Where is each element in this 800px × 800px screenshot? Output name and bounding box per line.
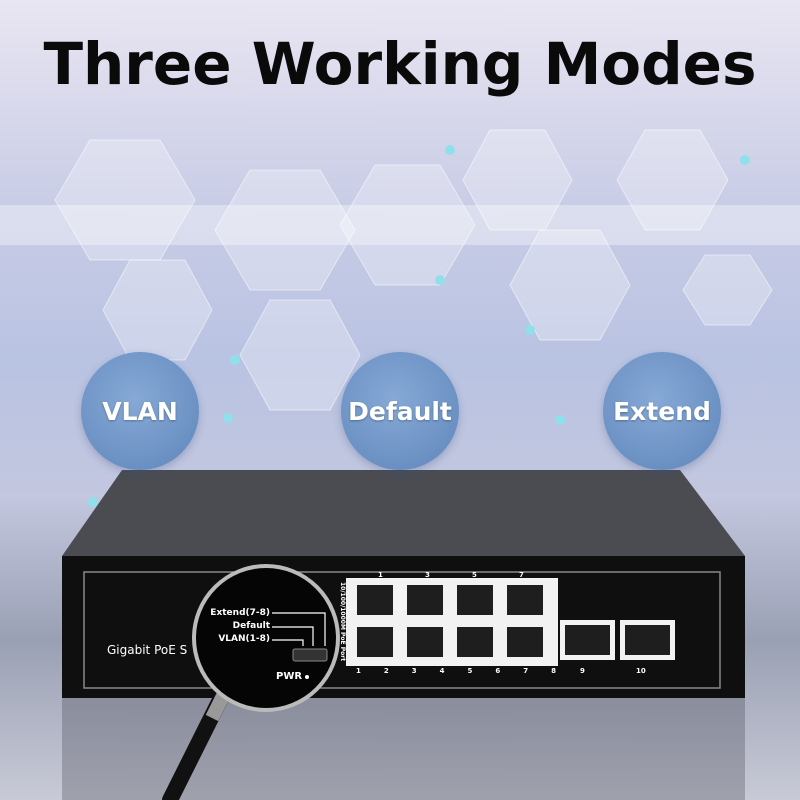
port-3 [402,580,448,620]
port-4 [402,622,448,662]
port-number: 8 [551,667,556,675]
port-number: 7 [523,667,529,675]
port-2 [352,622,398,662]
port-number: 7 [519,571,524,579]
mode-default: Default [341,352,459,470]
switch-top-surface [62,470,745,556]
port-6 [452,622,498,662]
mode-vlan: VLAN [81,352,199,470]
mode-switch [292,648,328,662]
switch-label-extend: Extend(7-8) [210,608,270,618]
port-5 [452,580,498,620]
port-9 [560,620,615,660]
port-number: 5 [472,571,477,579]
port-number: 1 [356,667,361,675]
port-number: 3 [411,667,417,675]
port-8 [502,622,548,662]
port-1 [352,580,398,620]
port-number: 9 [580,667,585,675]
port-number: 4 [439,667,445,675]
switch-label-vlan: VLAN(1-8) [218,634,270,644]
port-number: 2 [383,667,389,675]
mode-extend: Extend [603,352,721,470]
power-label: PWR [276,671,303,682]
switch-label-default: Default [232,621,270,631]
product-label: Gigabit PoE S [107,643,188,657]
port-7 [502,580,548,620]
page-title: Three Working Modes [43,30,757,98]
port-number: 1 [378,571,383,579]
port-number: 6 [495,667,501,675]
port-10 [620,620,675,660]
port-number: 5 [467,667,473,675]
port-number: 10 [636,667,646,675]
port-number: 3 [425,571,430,579]
